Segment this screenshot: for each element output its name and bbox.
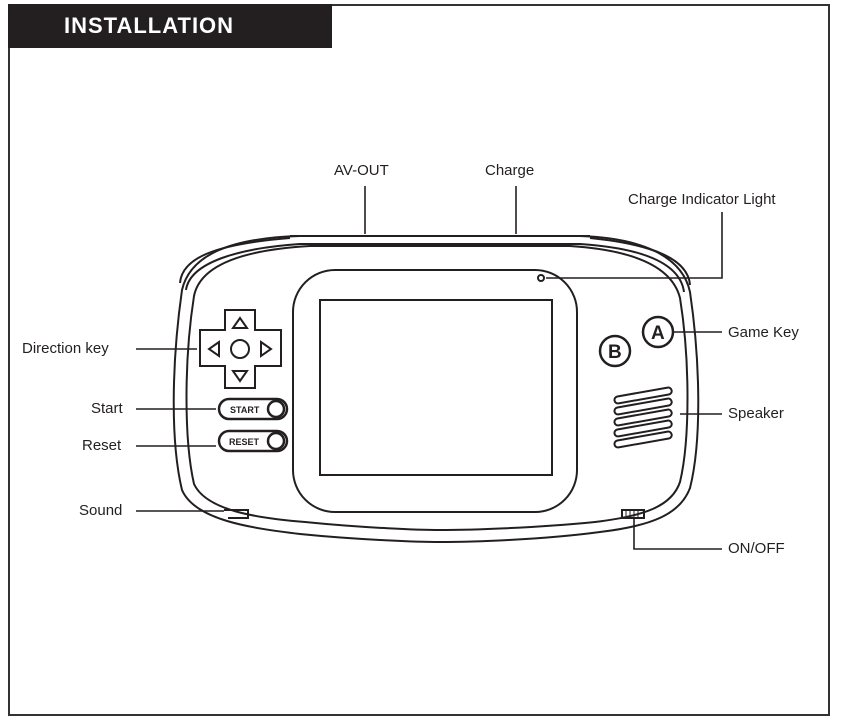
reset-button-label: RESET (229, 437, 260, 447)
dpad-left-arrow-icon (207, 340, 220, 358)
sound-wheel[interactable] (224, 509, 249, 519)
label-start: Start (91, 400, 123, 417)
dpad-center (230, 339, 250, 359)
section-header: INSTALLATION (8, 4, 332, 48)
diagram-frame (8, 4, 830, 716)
speaker-grille (613, 386, 673, 449)
label-charge: Charge (485, 162, 535, 179)
screen-display (319, 299, 553, 476)
console-body-inner (185, 245, 689, 532)
a-button-label: A (651, 323, 665, 344)
label-sound: Sound (79, 502, 123, 519)
reset-button-knob (266, 431, 286, 451)
leader-lines (136, 186, 723, 550)
on-off-switch-ridges (625, 510, 639, 518)
console-body-outline (172, 235, 700, 544)
label-speaker: Speaker (728, 405, 784, 422)
label-game-key: Game Key (728, 324, 799, 341)
label-av-out: AV-OUT (334, 162, 389, 179)
label-on-off: ON/OFF (728, 540, 785, 557)
start-button[interactable] (217, 397, 289, 421)
b-button-label: B (608, 342, 622, 363)
inner-top-edge (185, 243, 685, 293)
direction-pad[interactable] (199, 309, 282, 389)
screen-bezel (292, 269, 578, 513)
label-charge-indicator: Charge Indicator Light (628, 191, 776, 208)
a-button[interactable] (641, 315, 675, 349)
dpad-right-arrow-icon (260, 340, 273, 358)
reset-button[interactable] (217, 429, 289, 453)
start-button-knob (266, 399, 286, 419)
on-off-switch[interactable] (621, 509, 645, 519)
label-direction-key: Direction key (22, 340, 109, 357)
dpad-down-arrow-icon (231, 370, 249, 383)
start-button-label: START (230, 405, 260, 415)
b-button[interactable] (598, 334, 632, 368)
top-shoulder-left (179, 237, 291, 284)
dpad-up-arrow-icon (231, 316, 249, 329)
label-reset: Reset (82, 437, 122, 454)
charge-indicator-led (537, 274, 545, 282)
